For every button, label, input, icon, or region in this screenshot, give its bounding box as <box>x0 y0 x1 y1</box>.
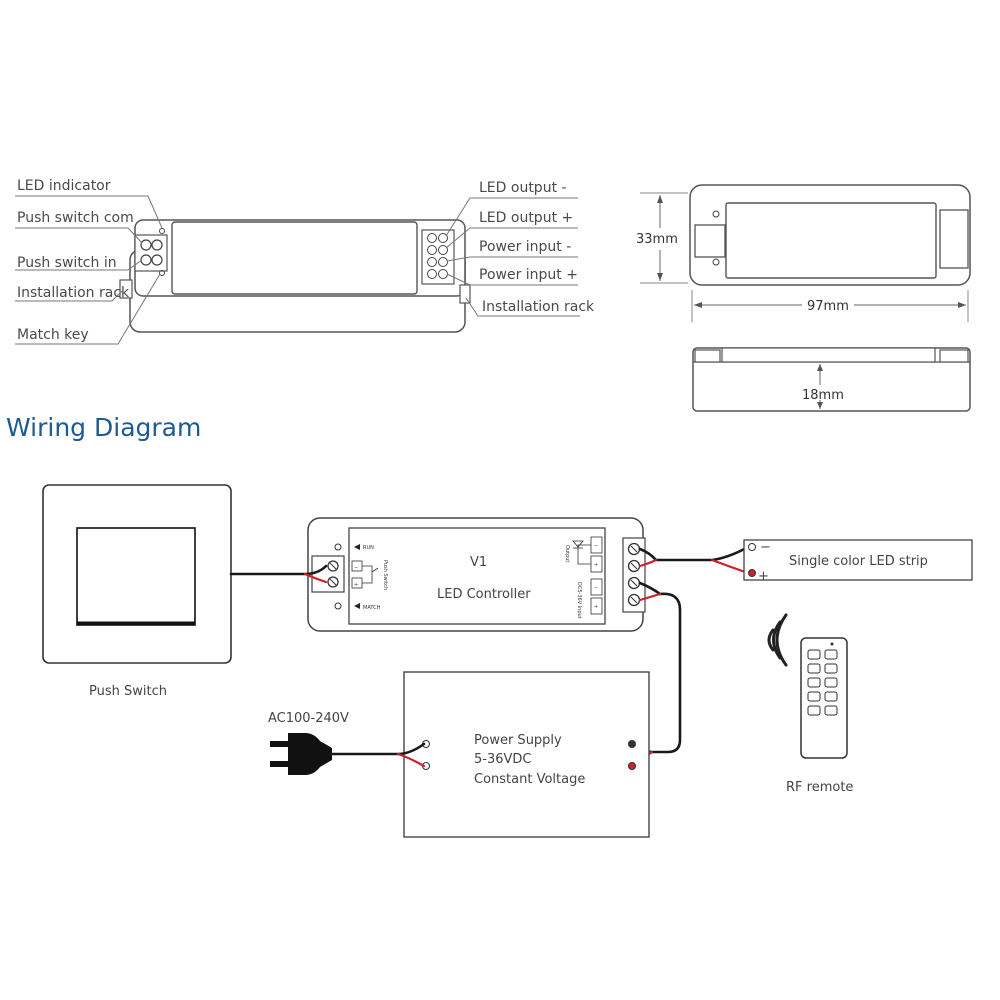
power-supply-line2: 5-36VDC <box>474 752 531 767</box>
led-strip: − + Single color LED strip <box>743 539 973 584</box>
svg-text:+: + <box>354 582 358 588</box>
controller-name: LED Controller <box>437 587 531 602</box>
controller-model: V1 <box>470 555 487 570</box>
label-push-switch-in: Push switch in <box>17 255 117 271</box>
svg-text:+: + <box>594 562 598 568</box>
match-label: MATCH <box>363 605 381 611</box>
led-strip-label: Single color LED strip <box>789 554 928 569</box>
dimension-width: 97mm <box>807 299 849 314</box>
ac-plug-icon <box>270 733 332 775</box>
svg-text:+: + <box>594 604 598 610</box>
label-match-key: Match key <box>17 327 89 343</box>
label-led-output-plus: LED output + <box>479 210 573 226</box>
product-labeled-view: LED indicator Push switch com Push switc… <box>15 178 595 345</box>
wire-ac <box>328 742 426 768</box>
power-supply-line3: Constant Voltage <box>474 772 585 787</box>
push-switch-panel <box>42 484 232 664</box>
dimension-top-view: 33mm 97mm <box>636 184 971 322</box>
label-power-input-minus: Power input - <box>479 239 571 255</box>
push-switch-label: Push Switch <box>89 684 167 699</box>
label-push-switch-com: Push switch com <box>17 210 134 226</box>
dimension-side-view: 18mm <box>692 347 971 412</box>
output-label: Output <box>564 545 570 562</box>
rf-signal-icon <box>767 613 788 667</box>
label-led-indicator: LED indicator <box>17 178 111 194</box>
svg-text:−: − <box>594 543 598 549</box>
power-supply-line1: Power Supply <box>474 733 562 748</box>
led-strip-plus: + <box>758 569 769 584</box>
rf-remote-icon <box>800 637 848 759</box>
power-supply-box <box>403 671 650 838</box>
wire-push-switch <box>229 564 328 584</box>
section-title: Wiring Diagram <box>6 413 201 442</box>
dimension-height: 33mm <box>636 232 678 247</box>
rf-remote-label: RF remote <box>786 780 853 795</box>
svg-text:−: − <box>594 585 598 591</box>
input-label: DC5-36V Input <box>576 582 582 619</box>
controller-box: RUN MATCH − + Push Switch V1 LED Control… <box>307 517 646 632</box>
label-led-output-minus: LED output - <box>479 180 567 196</box>
wire-led-strip <box>638 545 750 575</box>
dimension-depth: 18mm <box>802 388 844 403</box>
led-strip-minus: − <box>760 540 771 555</box>
switch-label: Push Switch <box>382 560 388 590</box>
label-installation-rack-left: Installation rack <box>17 285 130 301</box>
run-label: RUN <box>363 545 374 551</box>
ac-voltage-label: AC100-240V <box>268 711 349 726</box>
label-installation-rack-right: Installation rack <box>482 299 595 315</box>
svg-text:−: − <box>354 565 358 571</box>
label-power-input-plus: Power input + <box>479 267 578 283</box>
